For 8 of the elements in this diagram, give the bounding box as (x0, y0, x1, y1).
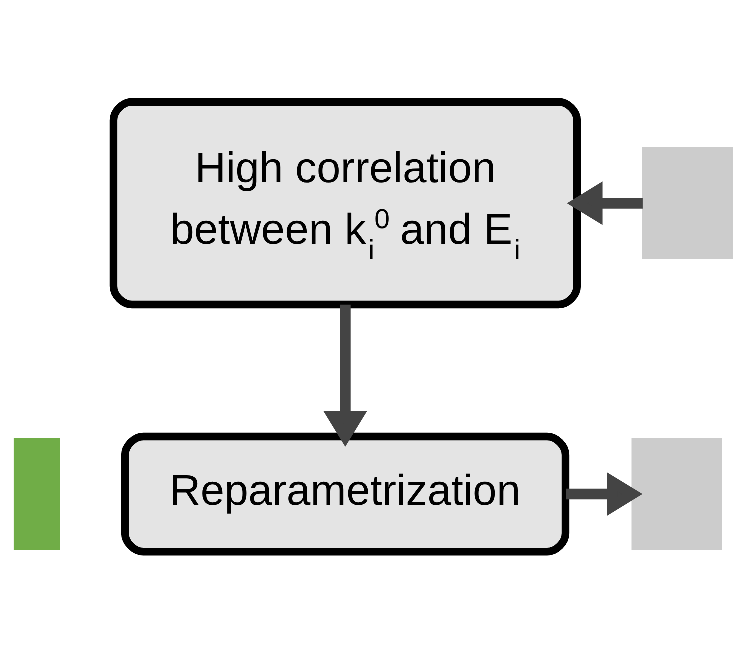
node-box (642, 146, 734, 259)
arrow (324, 304, 368, 446)
arrow (566, 472, 643, 516)
node-box: High correlation between k$_{i}$$^{0}$ and E$_{i}$ (110, 98, 582, 308)
arrow (567, 181, 643, 225)
node-box: Reparametrization (121, 432, 570, 556)
node-box (14, 438, 60, 550)
node-box (632, 438, 722, 550)
